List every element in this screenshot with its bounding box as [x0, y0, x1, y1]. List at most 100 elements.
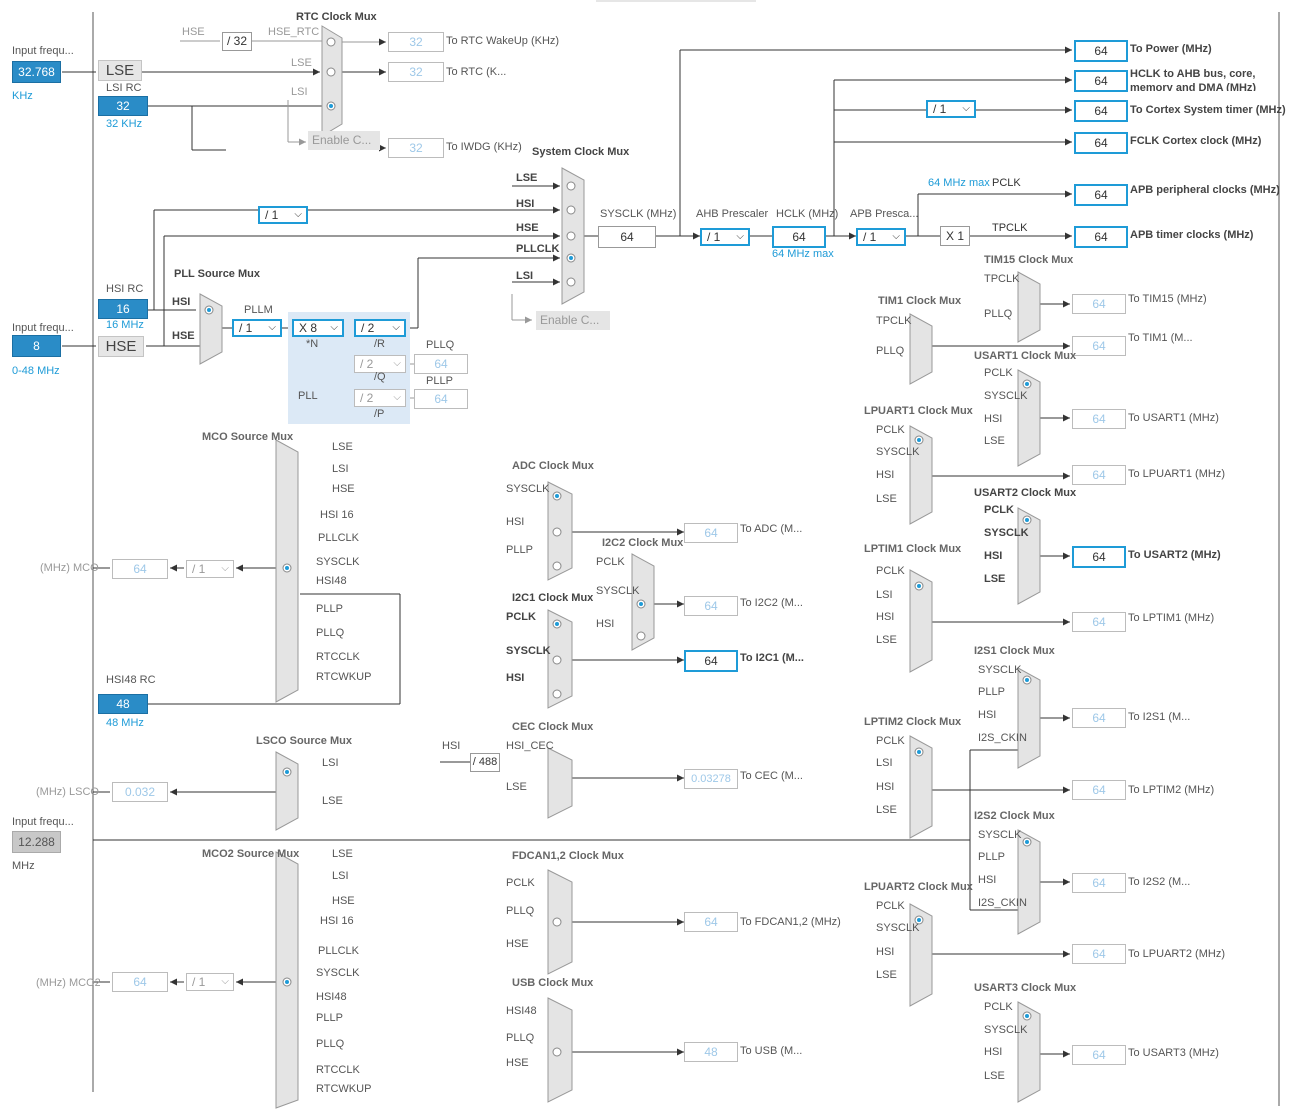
apb-prescaler-title: APB Presca... [850, 208, 919, 220]
usart1-output-label: To USART1 (MHz) [1128, 412, 1219, 424]
adc-item-pllp: PLLP [506, 544, 533, 556]
hsi-rc-value: 16 [98, 299, 148, 319]
apb-peripheral-label: APB peripheral clocks (MHz) [1130, 184, 1280, 196]
lse-input-frequency[interactable]: 32.768 [12, 61, 61, 83]
lpuart1-item-sysclk: SYSCLK [876, 446, 920, 458]
usart3-item-lse: LSE [984, 1070, 1005, 1082]
rtc-hse-rtc-label: HSE_RTC [268, 26, 320, 38]
fdcan-mux-title: FDCAN1,2 Clock Mux [512, 850, 624, 862]
apb-prescaler-select[interactable]: / 1⌵ [856, 228, 906, 246]
lpuart2-mux-title: LPUART2 Clock Mux [864, 881, 973, 893]
power-clock-label: To Power (MHz) [1130, 43, 1212, 55]
lpuart1-output-value: 64 [1072, 465, 1126, 485]
i2s2-output-value: 64 [1072, 873, 1126, 893]
mco2-output-value: 64 [112, 972, 168, 992]
cec-hsi-label: HSI [442, 740, 461, 752]
lptim1-item-pclk: PCLK [876, 565, 905, 577]
tim15-mux-title: TIM15 Clock Mux [984, 254, 1074, 266]
lsco-output-value: 0.032 [112, 782, 168, 802]
lsco-item-lse: LSE [322, 795, 343, 807]
power-clock-value[interactable]: 64 [1074, 40, 1128, 62]
usart2-output-value[interactable]: 64 [1072, 546, 1126, 568]
hclk-ahb-value[interactable]: 64 [1074, 70, 1128, 92]
i2s2-item-sysclk: SYSCLK [978, 829, 1022, 841]
usart1-item-pclk: PCLK [984, 367, 1013, 379]
lse-oscillator[interactable]: LSE [98, 60, 142, 81]
hse-oscillator[interactable]: HSE [98, 336, 144, 357]
tim1-mux-title: TIM1 Clock Mux [878, 295, 962, 307]
lpuart2-item-lse: LSE [876, 969, 897, 981]
ahb-prescaler-select[interactable]: / 1⌵ [700, 228, 750, 246]
mco-mux-title: MCO Source Mux [202, 431, 294, 443]
sysmux-input-hse: HSE [516, 222, 539, 234]
tim15-output-value: 64 [1072, 294, 1126, 314]
i2c2-output-label: To I2C2 (M... [740, 597, 803, 609]
hclk-value[interactable]: 64 [772, 226, 826, 248]
lpuart1-output-label: To LPUART1 (MHz) [1128, 468, 1225, 480]
ext-input-frequency[interactable]: 12.288 [12, 831, 61, 853]
usb-output-label: To USB (M... [740, 1045, 803, 1057]
hsi-sys-divider[interactable]: / 1⌵ [258, 206, 308, 224]
hse-input-frequency[interactable]: 8 [12, 335, 61, 357]
iwdg-label: To IWDG (KHz) [446, 141, 522, 153]
adc-mux-title: ADC Clock Mux [512, 460, 594, 472]
i2c1-item-sysclk: SYSCLK [506, 645, 551, 657]
sysclk-value[interactable]: 64 [598, 226, 656, 248]
cortex-timer-label: To Cortex System timer (MHz) [1130, 104, 1286, 116]
mco-item-rtcclk: RTCCLK [316, 651, 360, 663]
chevron-down-icon: ⌵ [330, 322, 338, 333]
adc-item-sysclk: SYSCLK [506, 483, 550, 495]
hsi-rc-title: HSI RC [106, 283, 144, 295]
i2c2-item-hsi: HSI [596, 618, 615, 630]
mco2-divider-select[interactable]: / 1⌵ [186, 973, 234, 991]
system-clock-mux-title: System Clock Mux [532, 146, 630, 158]
cortex-timer-divider[interactable]: / 1⌵ [926, 100, 976, 118]
plln-select[interactable]: X 8⌵ [292, 319, 344, 337]
tim15-output-label: To TIM15 (MHz) [1128, 293, 1207, 305]
mco2-item-lsi: LSI [332, 870, 349, 882]
chevron-down-icon: ⌵ [221, 976, 229, 987]
i2s2-item-i2sckin: I2S_CKIN [978, 897, 1027, 909]
i2c2-mux-title: I2C2 Clock Mux [602, 537, 684, 549]
fclk-value[interactable]: 64 [1074, 132, 1128, 154]
pllp-select[interactable]: / 2⌵ [354, 389, 406, 407]
i2s1-item-i2sckin: I2S_CKIN [978, 732, 1027, 744]
apb-timer-multiplier: X 1 [940, 226, 970, 246]
lptim2-output-label: To LPTIM2 (MHz) [1128, 784, 1215, 796]
ext-unit: MHz [12, 860, 35, 872]
rtc-wakeup-value: 32 [388, 32, 444, 52]
i2c2-item-pclk: PCLK [596, 556, 625, 568]
i2s2-item-pllp: PLLP [978, 851, 1005, 863]
lptim2-item-pclk: PCLK [876, 735, 905, 747]
lptim1-output-value: 64 [1072, 612, 1126, 632]
pllq-value: / 2 [360, 357, 374, 371]
mco-output-value: 64 [112, 559, 168, 579]
apb-timer-value[interactable]: 64 [1074, 226, 1128, 248]
usart3-item-hsi: HSI [984, 1046, 1003, 1058]
ext-input-caption: Input frequ... [12, 816, 74, 828]
pllr-select[interactable]: / 2⌵ [354, 319, 406, 337]
pllm-select[interactable]: / 1⌵ [232, 319, 282, 337]
fdcan-item-hse: HSE [506, 938, 529, 950]
lpuart1-item-lse: LSE [876, 493, 897, 505]
fdcan-output-label: To FDCAN1,2 (MHz) [740, 916, 841, 928]
fclk-label: FCLK Cortex clock (MHz) [1130, 135, 1262, 147]
sysmux-enable-css[interactable]: Enable C... [536, 311, 610, 330]
rtc-hse-divider: / 32 [222, 32, 252, 51]
usart3-output-label: To USART3 (MHz) [1128, 1047, 1219, 1059]
i2s1-output-value: 64 [1072, 708, 1126, 728]
hse-input-caption: Input frequ... [12, 322, 74, 334]
hclk-label: HCLK (MHz) [776, 208, 839, 220]
mco-divider-select[interactable]: / 1⌵ [186, 560, 234, 578]
rtc-enable-css[interactable]: Enable C... [308, 131, 380, 150]
hclk-ahb-label: HCLK to AHB bus, core, [1130, 68, 1256, 80]
chevron-down-icon: ⌵ [962, 103, 970, 114]
pllp-value: / 2 [360, 391, 374, 405]
pllq-select[interactable]: / 2⌵ [354, 355, 406, 373]
apb-peripheral-value[interactable]: 64 [1074, 184, 1128, 206]
lptim1-item-lse: LSE [876, 634, 897, 646]
cortex-timer-value[interactable]: 64 [1074, 100, 1128, 122]
pclk-label: PCLK [992, 177, 1021, 189]
i2c1-output-value[interactable]: 64 [684, 650, 738, 672]
usart3-item-pclk: PCLK [984, 1001, 1013, 1013]
